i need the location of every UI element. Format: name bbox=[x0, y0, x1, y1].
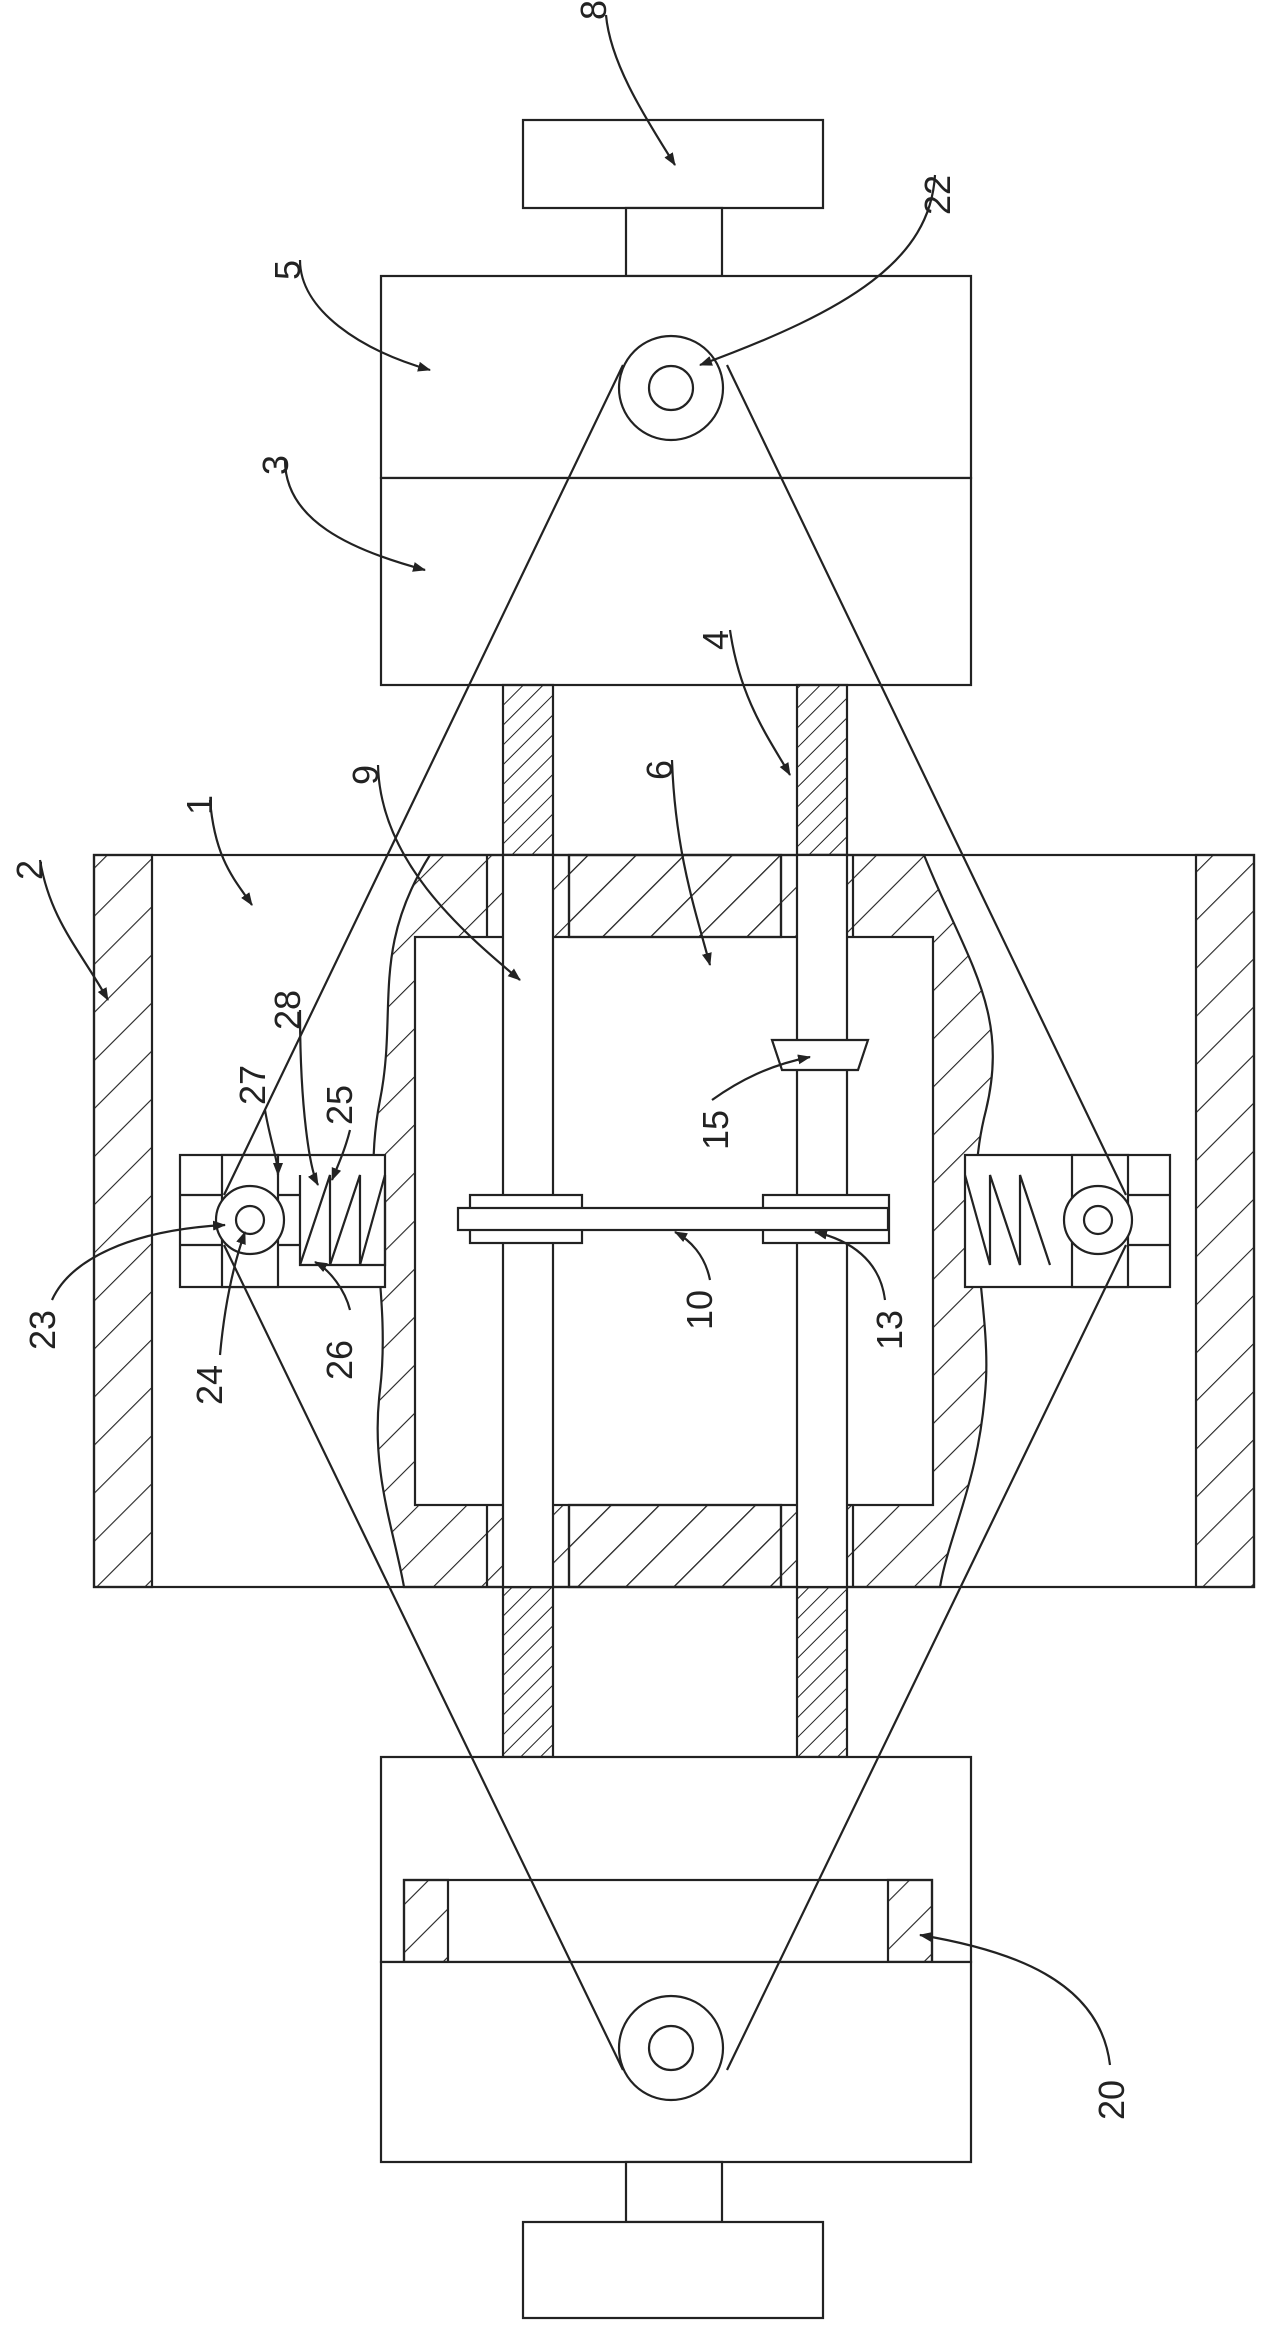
label-20: 20 bbox=[1091, 2080, 1132, 2120]
label-8: 6 bbox=[639, 760, 680, 780]
label-2: 2 bbox=[9, 860, 50, 880]
side-wall-right bbox=[1194, 853, 1256, 1589]
label-1: 1 bbox=[179, 795, 220, 815]
bottom-pulley-hub bbox=[647, 2024, 695, 2072]
top-handle bbox=[521, 118, 825, 210]
slot-wall-right-20 bbox=[886, 1878, 934, 1964]
label-3: 3 bbox=[255, 455, 296, 475]
label-24: 24 bbox=[189, 1365, 230, 1405]
label-27: 27 bbox=[232, 1065, 273, 1105]
label-23: 23 bbox=[22, 1310, 63, 1350]
label-4: 4 bbox=[695, 630, 736, 650]
label-5: 5 bbox=[267, 260, 308, 280]
bevel-gear-15 bbox=[770, 1038, 870, 1072]
part-labels: 8 22 5 3 4 1 2 6 9 15 10 13 20 23 24 26 … bbox=[9, 0, 1132, 2120]
screw-rod-left-upper bbox=[501, 683, 555, 857]
screw-rod-left-lower bbox=[501, 1585, 555, 1759]
leader-lines bbox=[38, 14, 1112, 2066]
idler-axle-right bbox=[1082, 1204, 1114, 1236]
screw-rod-right-lower bbox=[795, 1585, 849, 1759]
belt-10 bbox=[456, 1206, 890, 1232]
top-block-3 bbox=[379, 476, 973, 687]
housing-bottom-center bbox=[567, 1503, 783, 1589]
side-wall-left-2 bbox=[92, 853, 154, 1589]
idler-axle-24 bbox=[234, 1204, 266, 1236]
screw-rod-right-upper bbox=[795, 683, 849, 857]
label-28: 28 bbox=[267, 990, 308, 1030]
label-15: 15 bbox=[695, 1110, 736, 1150]
label-26: 26 bbox=[319, 1340, 360, 1380]
slot-wall-left bbox=[402, 1878, 450, 1964]
bottom-slot bbox=[402, 1878, 934, 1964]
top-pulley-hub bbox=[647, 364, 695, 412]
housing-top-center bbox=[567, 853, 783, 939]
bottom-handle bbox=[521, 2220, 825, 2320]
label-22: 22 bbox=[917, 175, 958, 215]
spring-left bbox=[298, 1174, 387, 1266]
spring-seat-left bbox=[298, 1175, 387, 1267]
spring-right bbox=[963, 1174, 1052, 1266]
label-13: 13 bbox=[869, 1310, 910, 1350]
label-25: 25 bbox=[319, 1085, 360, 1125]
cable-loop bbox=[223, 364, 1127, 2071]
label-6: 8 bbox=[573, 0, 614, 20]
bottom-handle-shaft bbox=[624, 2160, 724, 2224]
top-handle-shaft bbox=[624, 206, 724, 278]
label-10: 10 bbox=[679, 1290, 720, 1330]
label-9: 9 bbox=[345, 765, 386, 785]
